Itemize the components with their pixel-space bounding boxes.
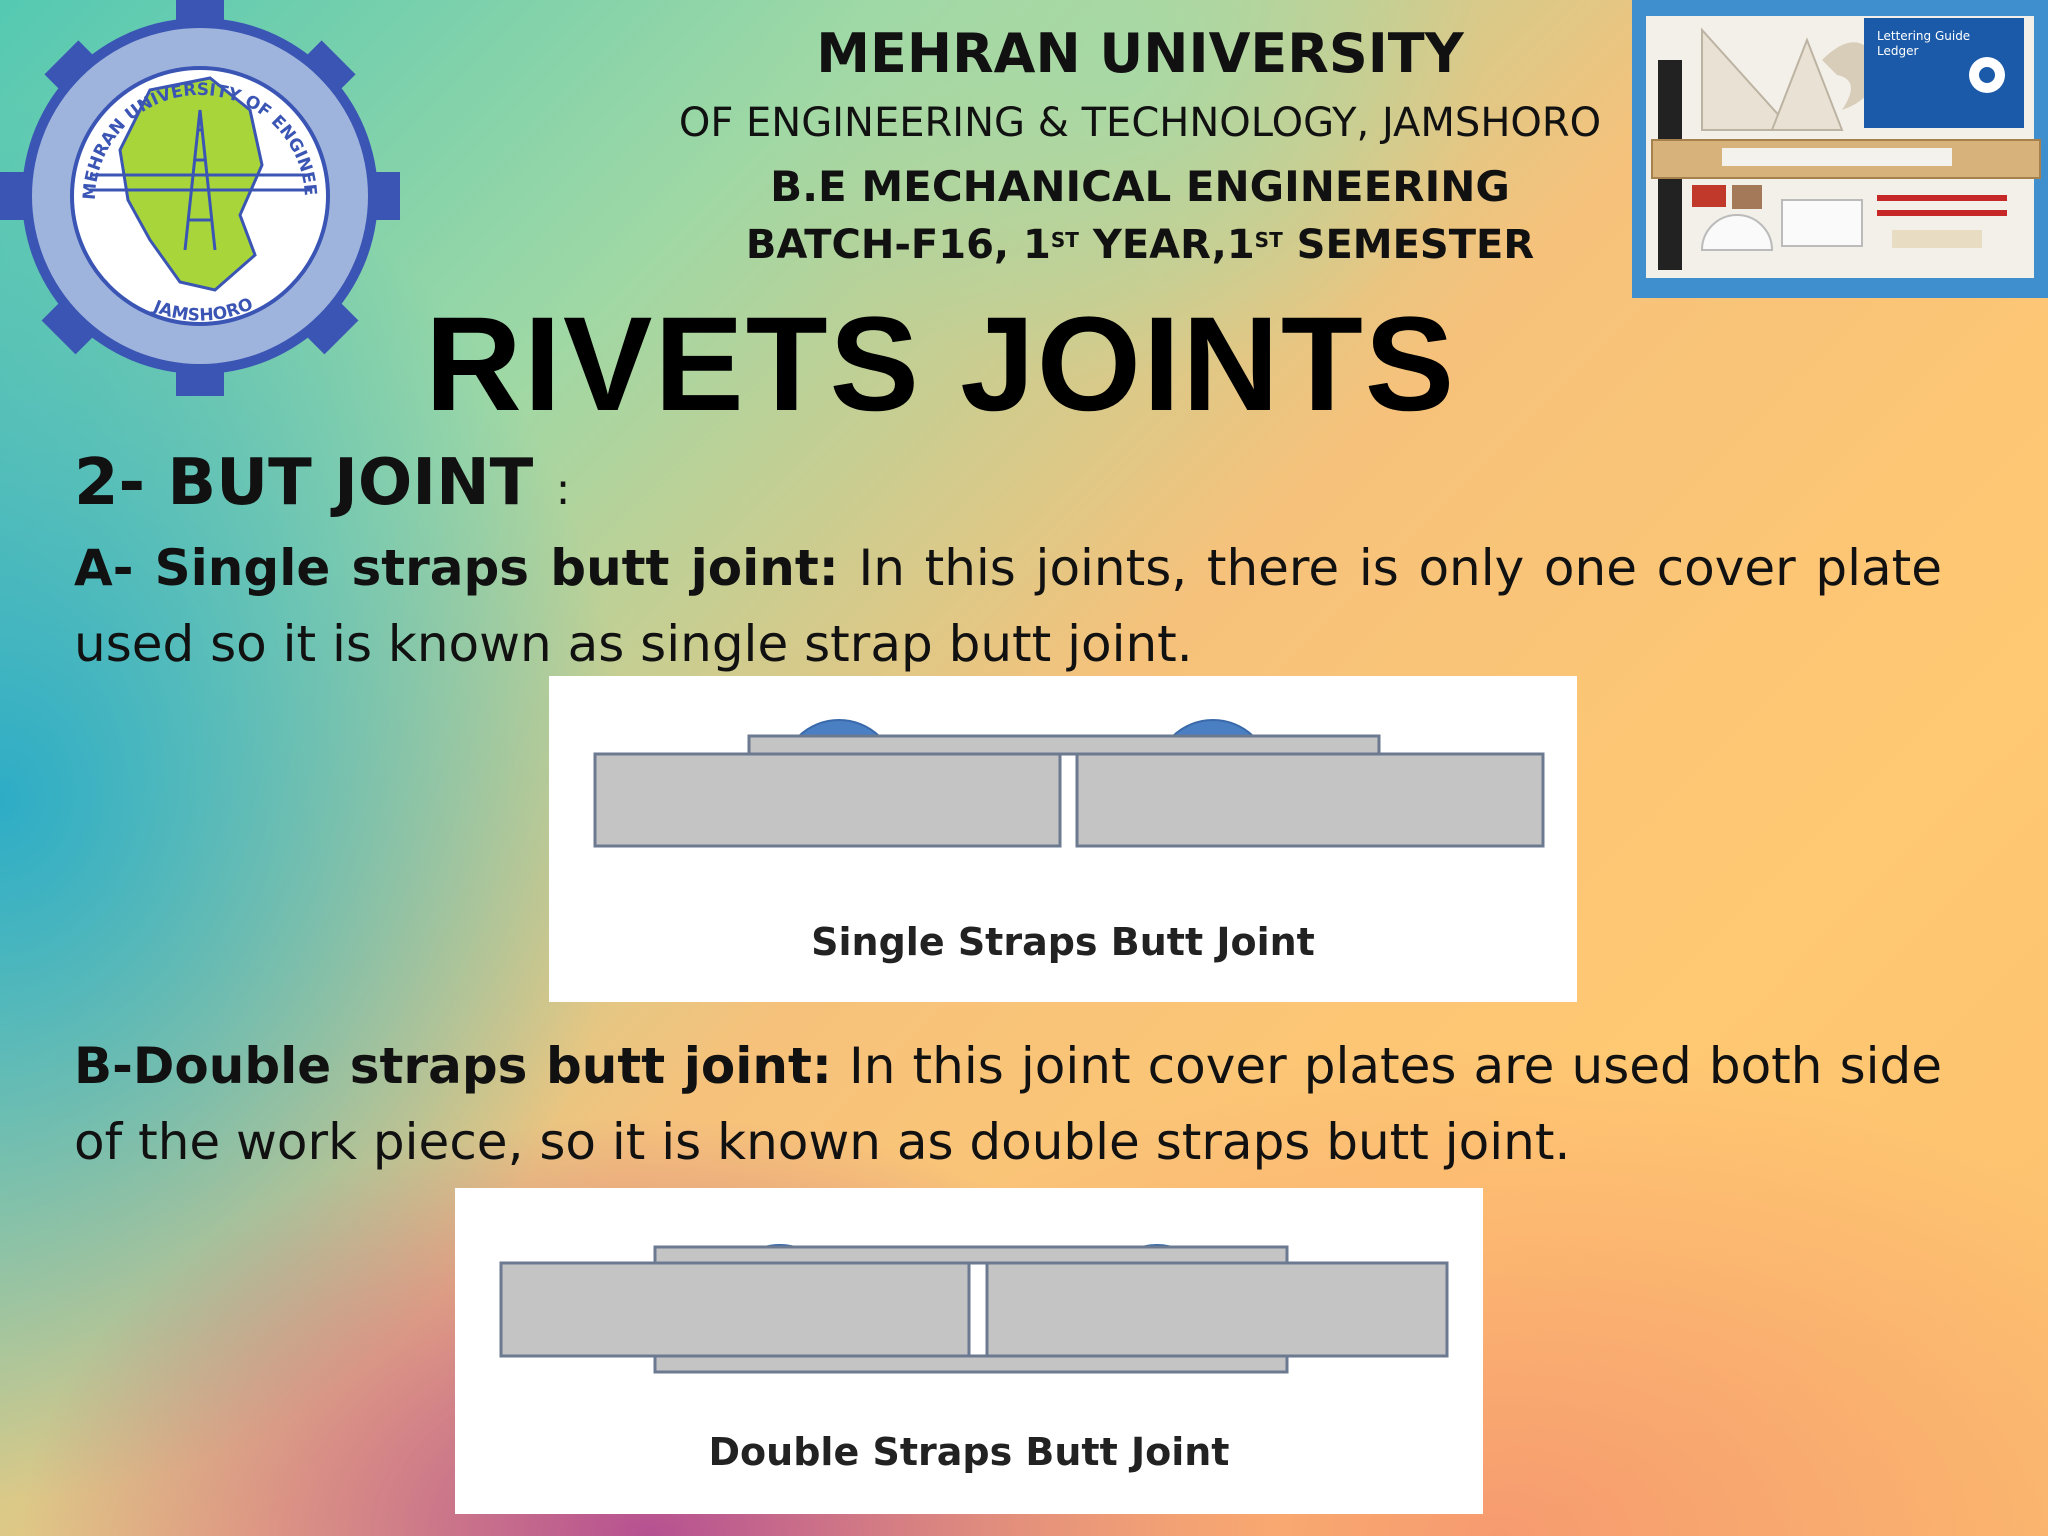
- department-name: B.E MECHANICAL ENGINEERING: [770, 162, 1510, 211]
- figure-double-strap-caption: Double Straps Butt Joint: [708, 1430, 1230, 1474]
- section-heading: 2- BUT JOINT :: [74, 446, 570, 520]
- plate-left: [499, 1261, 971, 1358]
- paragraph-single-strap-term: A- Single straps butt joint:: [74, 539, 839, 597]
- figure-single-strap-caption: Single Straps Butt Joint: [811, 920, 1315, 964]
- batch-prefix: BATCH-F16, 1: [745, 222, 1051, 268]
- batch-sup-1: ST: [1050, 228, 1079, 252]
- single-strap-diagram: [593, 719, 1545, 848]
- university-name: MEHRAN UNIVERSITY: [816, 22, 1464, 85]
- kit-label-line2: Ledger: [1877, 44, 1918, 58]
- paragraph-double-strap: B-Double straps butt joint: In this join…: [74, 1028, 1942, 1180]
- university-logo: MEHRAN UNIVERSITY OF ENGINEERING AND TEC…: [0, 0, 400, 396]
- cover-plate-bottom: [653, 1354, 1289, 1374]
- double-strap-diagram: [499, 1244, 1449, 1374]
- plate-right: [985, 1261, 1449, 1358]
- figure-double-strap: Double Straps Butt Joint: [455, 1188, 1483, 1514]
- plate-right: [1075, 752, 1545, 848]
- section-heading-text: 2- BUT JOINT: [74, 446, 534, 520]
- paragraph-double-strap-text: In this joint cover plates are used both…: [74, 1037, 1943, 1171]
- batch-mid: YEAR,1: [1078, 222, 1255, 268]
- drawing-kit-image: Lettering Guide Ledger: [1632, 0, 2048, 298]
- paragraph-single-strap: A- Single straps butt joint: In this joi…: [74, 530, 1942, 682]
- batch-suffix: SEMESTER: [1282, 222, 1535, 268]
- batch-sup-2: ST: [1254, 228, 1283, 252]
- batch-info: BATCH-F16, 1ST YEAR,1ST SEMESTER: [640, 222, 1640, 268]
- slide-title: RIVETS JOINTS: [425, 290, 1457, 439]
- plate-left: [593, 752, 1062, 848]
- cover-plate: [747, 734, 1381, 756]
- paragraph-single-strap-text: In this joints, there is only one cover …: [74, 539, 1942, 673]
- university-subtitle: OF ENGINEERING & TECHNOLOGY, JAMSHORO: [678, 100, 1602, 146]
- paragraph-double-strap-term: B-Double straps butt joint:: [74, 1037, 832, 1095]
- cover-plate-top: [653, 1245, 1289, 1265]
- figure-single-strap: Single Straps Butt Joint: [549, 676, 1577, 1002]
- kit-label-line1: Lettering Guide: [1877, 29, 1970, 43]
- section-heading-colon: :: [555, 464, 571, 515]
